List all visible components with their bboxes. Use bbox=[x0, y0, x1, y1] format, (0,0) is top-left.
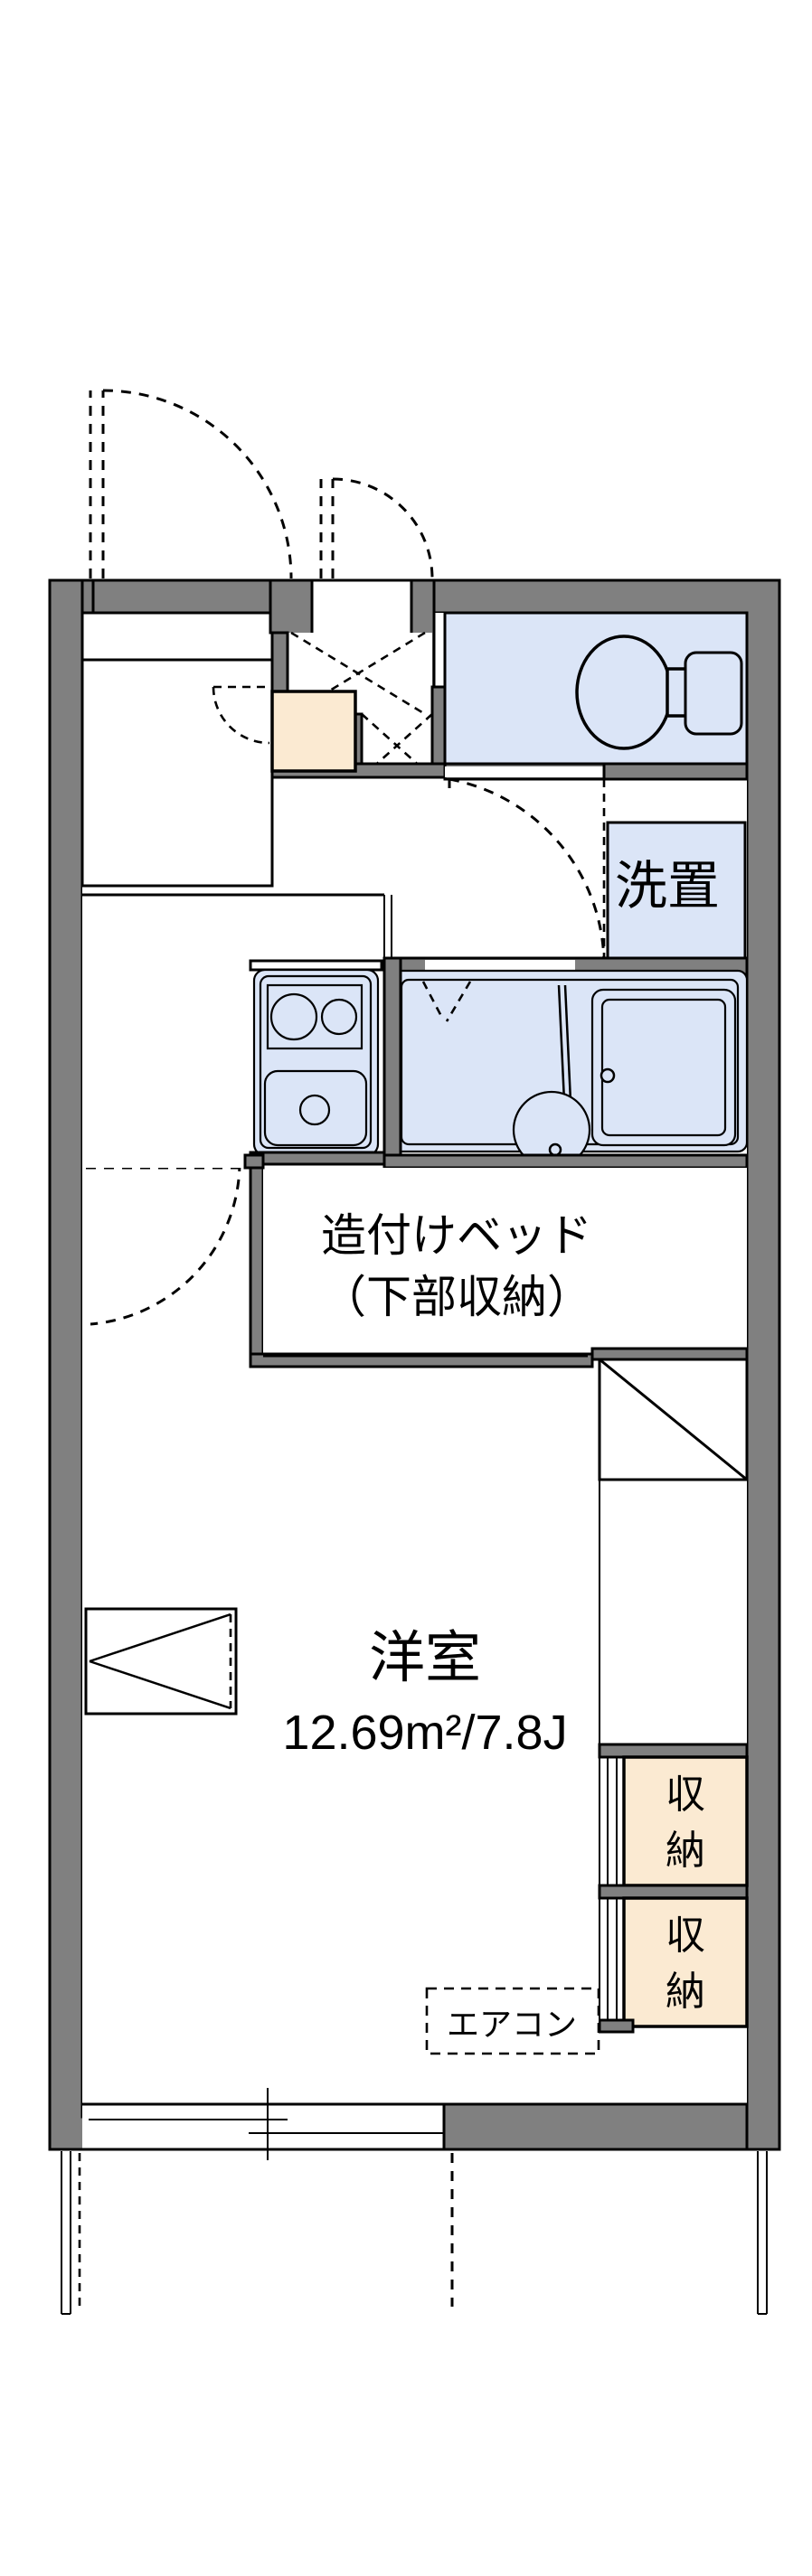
toilet-door-swing-outer bbox=[319, 477, 434, 579]
washer-pan bbox=[606, 821, 747, 976]
built-in-bed-area bbox=[249, 1151, 749, 1368]
closet-lower bbox=[598, 1884, 749, 2028]
air-conditioner-label: エアコン bbox=[447, 2006, 577, 2043]
left-bay-window bbox=[84, 1607, 238, 1716]
corridor-divider bbox=[383, 895, 392, 958]
shelf-diagonal bbox=[599, 1358, 748, 1481]
built-in-bed-label-line1: 造付けベッド bbox=[321, 1210, 592, 1261]
unit-bath bbox=[382, 956, 749, 1170]
washer-place-label: 洗置 bbox=[615, 857, 720, 916]
closet-upper bbox=[598, 1743, 749, 1887]
stove-burner-large bbox=[269, 992, 318, 1041]
genkan-area bbox=[80, 578, 274, 662]
main-room-name-label: 洋室 bbox=[369, 1627, 481, 1689]
bed-top-wall bbox=[382, 1153, 749, 1170]
main-room-area-label: 12.69m²/7.8J bbox=[282, 1706, 567, 1760]
washer-alcove bbox=[602, 762, 749, 976]
bed-left-wall bbox=[249, 1151, 265, 1368]
kitchen-bottom-wall bbox=[261, 1151, 386, 1166]
closet-upper-label-1: 収 bbox=[666, 1772, 705, 1817]
entry-corridor bbox=[80, 658, 274, 888]
toilet-room bbox=[443, 611, 749, 779]
balcony-rails bbox=[61, 2151, 768, 2315]
bath-door-opening bbox=[425, 960, 575, 973]
entrance-door-swing bbox=[89, 389, 293, 579]
overhead-shelf bbox=[590, 1347, 749, 1744]
basin-drain bbox=[548, 1142, 562, 1157]
toilet-bowl bbox=[575, 635, 673, 750]
closet-lower-label-2: 納 bbox=[666, 1970, 705, 2014]
built-in-bed-label-line2: （下部収納） bbox=[321, 1272, 592, 1322]
bath-door-swing bbox=[448, 777, 606, 970]
toilet-cistern bbox=[684, 651, 743, 736]
kitchen-counter-edge bbox=[249, 959, 383, 972]
stove-burner-small bbox=[320, 998, 358, 1036]
shoe-cabinet bbox=[212, 685, 357, 773]
toilet-door-opening bbox=[445, 766, 613, 777]
sink-drain bbox=[298, 1094, 331, 1126]
kitchen-right-wall bbox=[382, 956, 402, 1159]
closet-upper-label-2: 納 bbox=[666, 1829, 705, 1873]
balcony-sliding-window bbox=[82, 2088, 749, 2160]
air-conditioner bbox=[425, 1987, 600, 2055]
kitchen-unit bbox=[249, 959, 383, 1157]
bathtub-drain bbox=[600, 1067, 616, 1084]
bathtub-inner bbox=[600, 998, 727, 1137]
closet-lower-label-1: 収 bbox=[666, 1913, 705, 1958]
